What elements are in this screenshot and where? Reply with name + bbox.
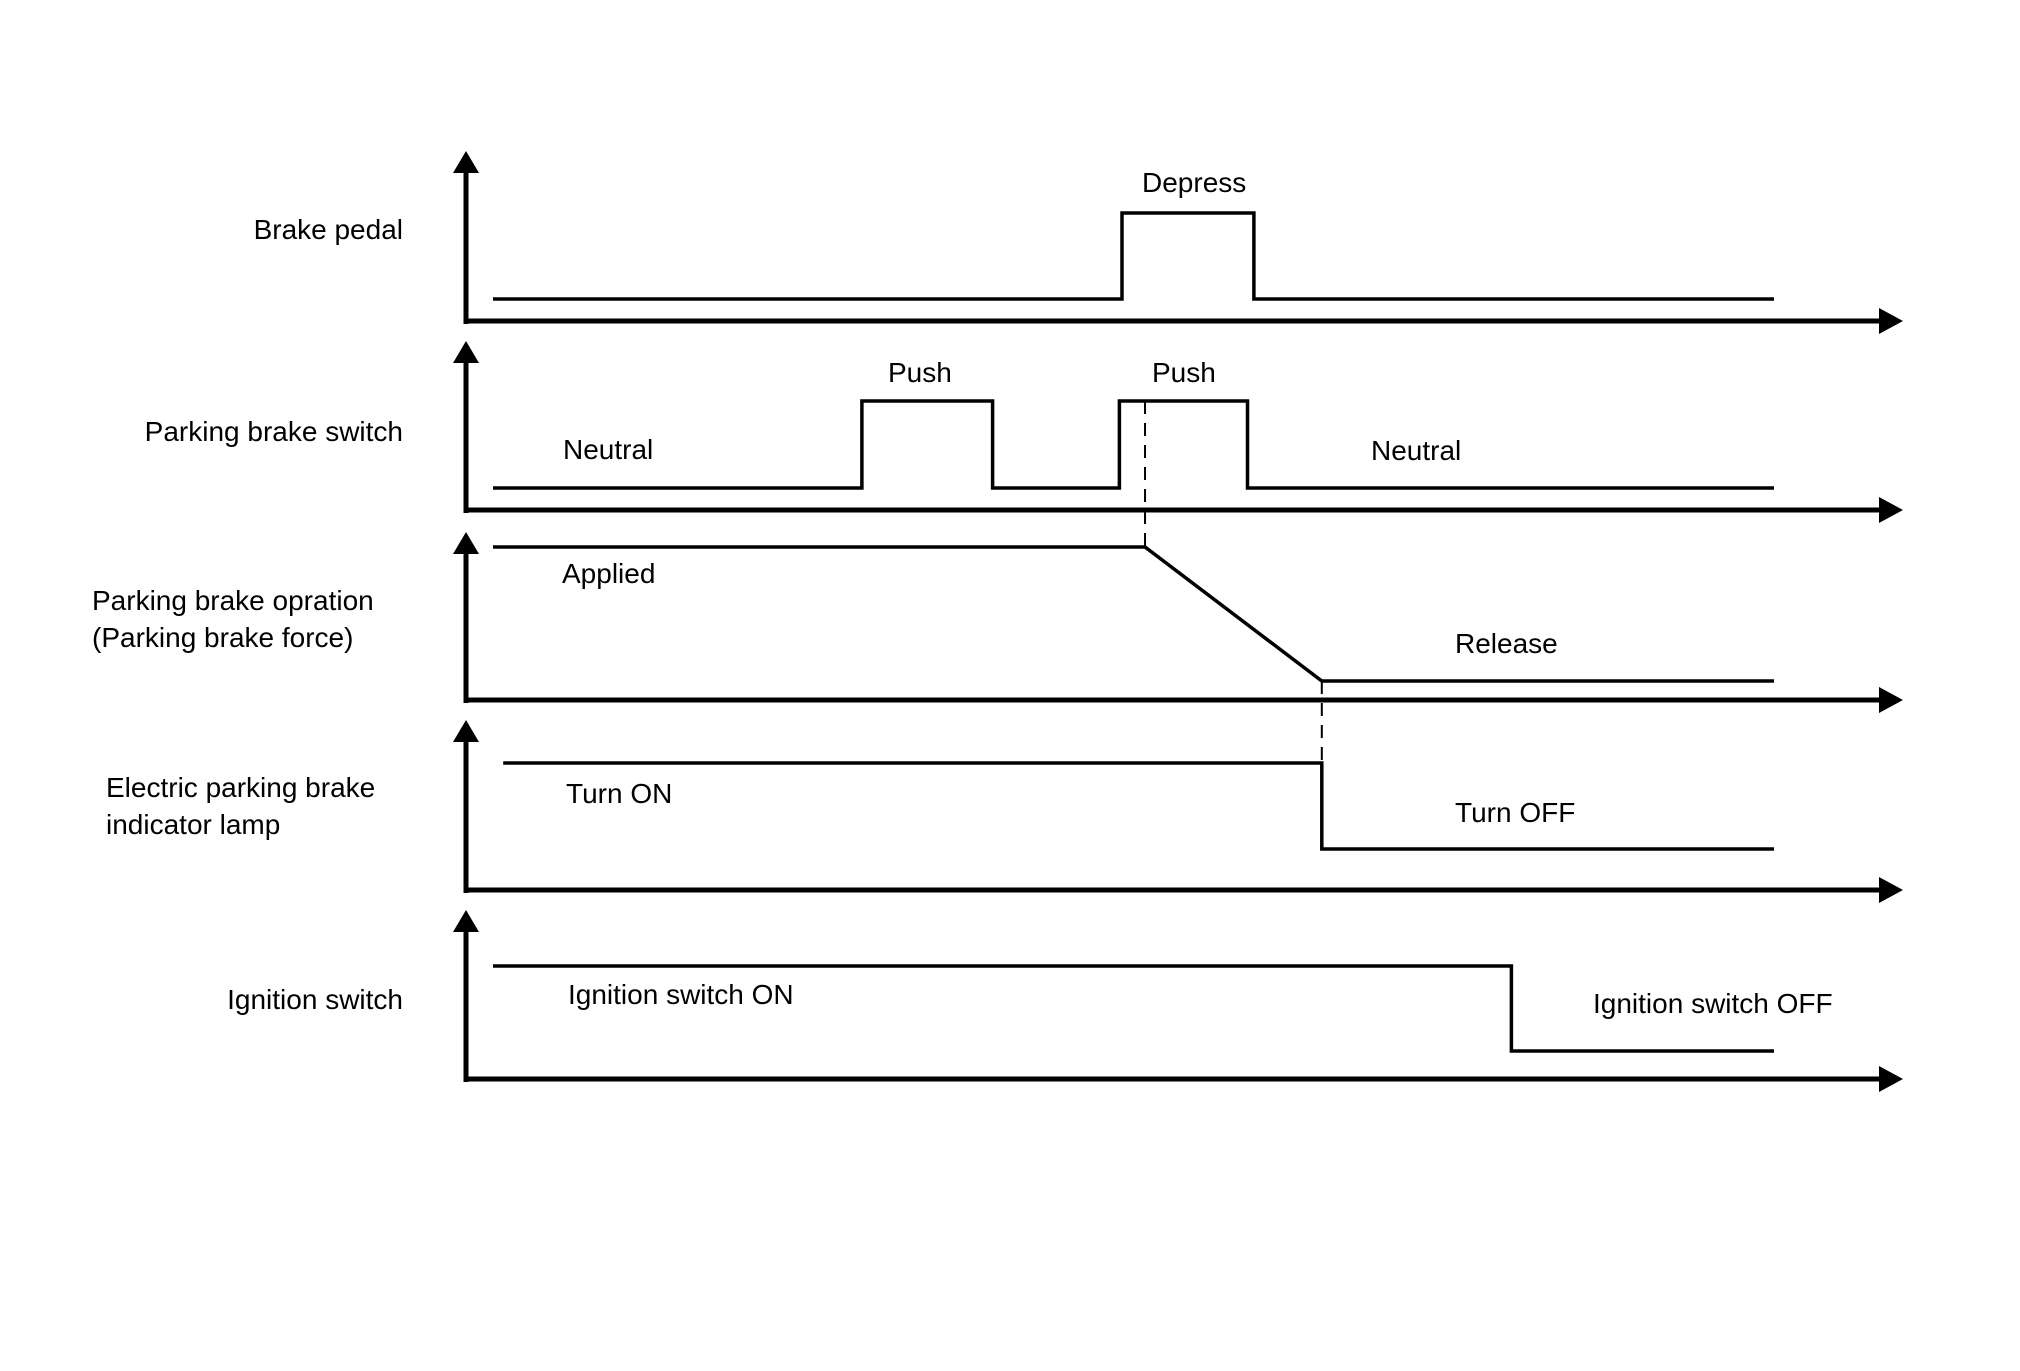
- state-label-turn-on: Turn ON: [566, 778, 672, 809]
- y-axis-arrowhead-icon: [453, 720, 479, 742]
- x-axis-arrowhead-icon: [1879, 877, 1903, 903]
- waveform-parking-brake-switch: [493, 399, 1774, 490]
- lane-label-epb-indicator-lamp: indicator lamp: [106, 809, 280, 840]
- state-label-ignition-on: Ignition switch ON: [568, 979, 794, 1010]
- waveform-brake-pedal: [493, 211, 1774, 301]
- lane-label-parking-brake-operation: Parking brake opration: [92, 585, 374, 616]
- waveform-parking-brake-operation: [493, 545, 1774, 683]
- lane-label-parking-brake-force: (Parking brake force): [92, 622, 353, 653]
- x-axis-arrowhead-icon: [1879, 308, 1903, 334]
- waveform-ignition-switch: [493, 964, 1774, 1053]
- state-label-release: Release: [1455, 628, 1558, 659]
- lane-label-epb-indicator: Electric parking brake: [106, 772, 375, 803]
- state-label-turn-off: Turn OFF: [1455, 797, 1575, 828]
- x-axis-arrowhead-icon: [1879, 687, 1903, 713]
- y-axis-arrowhead-icon: [453, 151, 479, 173]
- state-label-depress: Depress: [1142, 167, 1246, 198]
- axis-group-ignition-switch: [453, 910, 1903, 1092]
- lane-label-ignition-switch: Ignition switch: [227, 984, 403, 1015]
- y-axis-arrowhead-icon: [453, 910, 479, 932]
- state-label-push-first: Push: [888, 357, 952, 388]
- state-label-ignition-off: Ignition switch OFF: [1593, 988, 1833, 1019]
- state-label-neutral-before: Neutral: [563, 434, 653, 465]
- state-label-neutral-after: Neutral: [1371, 435, 1461, 466]
- axis-group-parking-brake-switch: [453, 341, 1903, 523]
- waveforms: [493, 211, 1774, 1053]
- lane-axes: [453, 151, 1903, 1092]
- state-labels: Depress Neutral Push Push Neutral Applie…: [562, 167, 1833, 1019]
- lane-label-parking-brake-switch: Parking brake switch: [145, 416, 403, 447]
- axis-group-parking-brake-operation: [453, 532, 1903, 713]
- sync-markers: [1144, 401, 1323, 763]
- state-label-applied: Applied: [562, 558, 655, 589]
- lane-labels: Brake pedal Parking brake switch Parking…: [92, 214, 403, 1015]
- waveform-epb-indicator-lamp: [503, 761, 1774, 851]
- y-axis-arrowhead-icon: [453, 341, 479, 363]
- axis-group-epb-indicator-lamp: [453, 720, 1903, 903]
- y-axis-arrowhead-icon: [453, 532, 479, 554]
- x-axis-arrowhead-icon: [1879, 1066, 1903, 1092]
- state-label-push-second: Push: [1152, 357, 1216, 388]
- x-axis-arrowhead-icon: [1879, 497, 1903, 523]
- lane-label-brake-pedal: Brake pedal: [254, 214, 403, 245]
- axis-group-brake-pedal: [453, 151, 1903, 334]
